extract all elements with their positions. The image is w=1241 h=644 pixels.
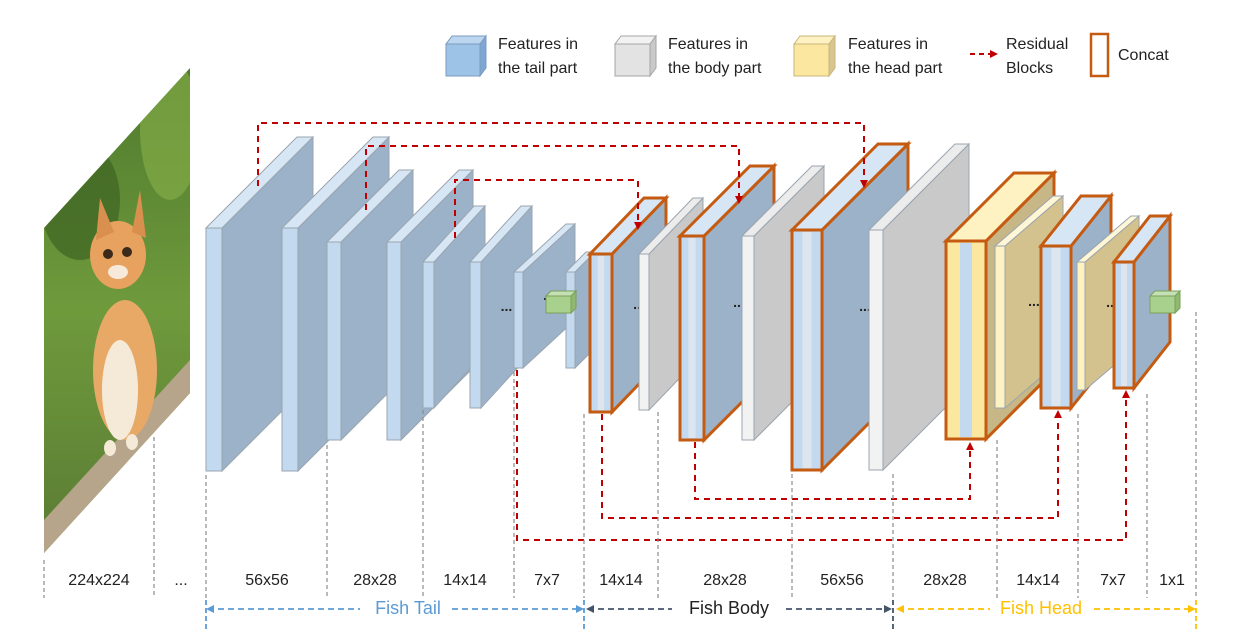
body-arrow-left-head-icon — [586, 605, 594, 613]
resolution-label: 28x28 — [703, 572, 747, 589]
layer-front-face — [741, 235, 755, 441]
tail-arrow-right-head-icon — [576, 605, 584, 613]
layer-front-face — [565, 271, 576, 369]
layer-ellipsis: ... — [859, 298, 871, 314]
layer-ellipsis: ... — [1106, 294, 1118, 310]
legend-head-line2: the head part — [848, 60, 943, 77]
resolution-label: 28x28 — [923, 572, 967, 589]
layer-ellipsis: ... — [501, 298, 513, 314]
layer-ellipsis: ... — [733, 294, 745, 310]
legend-residual-line2: Blocks — [1006, 60, 1053, 77]
concat-stripe — [688, 238, 696, 438]
layer-front-face — [422, 261, 435, 409]
resolution-labels: 224x224... 56x56 28x28 14x14 7x7 14x14 28x28 56… — [68, 572, 1185, 589]
section-label-fish-tail: Fish Tail — [375, 598, 441, 618]
stage-dividers — [43, 312, 1197, 632]
resolution-label: 28x28 — [353, 572, 397, 589]
concat-stripe — [597, 256, 605, 410]
resolution-label: 56x56 — [820, 572, 864, 589]
layer-front-face — [868, 229, 884, 471]
section-arrows: Fish Tail Fish Body Fish Head — [206, 598, 1196, 618]
resolution-label: 14x14 — [1016, 572, 1060, 589]
layer-front-face — [205, 227, 223, 472]
resolution-label: 14x14 — [443, 572, 487, 589]
legend-head-line1: Features in — [848, 36, 928, 53]
layer-front-face — [281, 227, 299, 472]
layer-front-face — [326, 241, 342, 441]
resolution-label: 14x14 — [599, 572, 643, 589]
residual-bottom-7-to-7 — [516, 370, 1130, 541]
resolution-label: 1x1 — [1159, 572, 1185, 589]
section-label-fish-body: Fish Body — [689, 598, 769, 618]
concat-stripe — [1051, 248, 1061, 406]
legend-residual-line1: Residual — [1006, 36, 1068, 53]
head-arrow-left-head-icon — [896, 605, 904, 613]
tail-arrow-left-head-icon — [206, 605, 214, 613]
concat-stripe — [960, 243, 972, 437]
legend-concat-label: Concat — [1118, 47, 1169, 64]
layer-front-face — [469, 261, 482, 409]
resolution-label: 224x224 — [68, 572, 129, 589]
legend-head-label: Features in the head part — [848, 36, 943, 77]
section-label-fish-head: Fish Head — [1000, 598, 1082, 618]
legend-tail-cube-icon — [445, 34, 487, 78]
residual-top-28-to-28 — [365, 145, 743, 210]
legend-residual-label: Residual Blocks — [1006, 36, 1073, 77]
concat-stripe — [1121, 264, 1127, 386]
resolution-label: ... — [174, 572, 187, 589]
head-arrow-right-head-icon — [1188, 605, 1196, 613]
legend-concat-box-icon — [1089, 32, 1110, 78]
residual-bottom-14-to-14 — [601, 410, 1062, 519]
residual-top-56-to-56 — [257, 122, 868, 188]
legend-body-line1: Features in — [668, 36, 748, 53]
legend: Features in the tail part Features in th… — [445, 32, 1169, 78]
input-image — [44, 68, 190, 553]
residual-connections — [257, 122, 1130, 541]
layer-ellipsis: ... — [1028, 293, 1040, 309]
legend-body-line2: the body part — [668, 60, 762, 77]
legend-body-cube-icon — [614, 34, 657, 78]
output-feature-cube-icon — [1148, 289, 1182, 315]
layer-front-face — [994, 245, 1006, 409]
body-arrow-right-head-icon — [884, 605, 892, 613]
legend-body-label: Features in the body part — [668, 36, 762, 77]
layer-front-face — [513, 271, 524, 369]
legend-head-cube-icon — [793, 34, 836, 78]
residual-top-14-to-14 — [454, 179, 642, 238]
layer-front-face — [1076, 261, 1086, 391]
layer-front-face — [386, 241, 402, 441]
legend-tail-line1: Features in — [498, 36, 578, 53]
resolution-label: 7x7 — [1100, 572, 1126, 589]
layer-blocks: ........................... — [204, 135, 1182, 474]
legend-tail-label: Features in the tail part — [498, 36, 583, 77]
resolution-label: 56x56 — [245, 572, 289, 589]
legend-tail-line2: the tail part — [498, 60, 578, 77]
resolution-label: 7x7 — [534, 572, 560, 589]
output-feature-cube-icon — [544, 289, 578, 315]
layer-front-face — [638, 253, 650, 411]
concat-stripe — [802, 232, 812, 468]
